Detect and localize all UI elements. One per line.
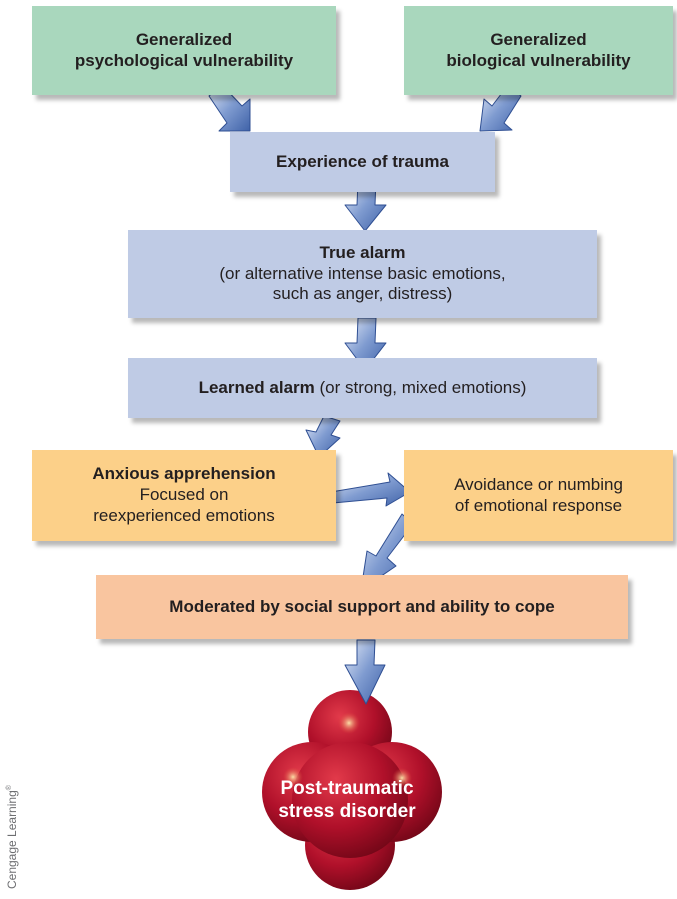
true-alarm-line2: (or alternative intense basic emotions, <box>219 263 506 283</box>
bio-line2: biological vulnerability <box>446 50 631 70</box>
ptsd-label: Post-traumatic stress disorder <box>272 778 422 824</box>
learned-alarm-bold: Learned alarm <box>198 377 315 397</box>
psych-line2: psychological vulnerability <box>74 50 294 70</box>
trauma-text: Experience of trauma <box>276 151 449 171</box>
box-moderated-by-social-support: Moderated by social support and ability … <box>96 575 628 639</box>
arrow-learned-to-anxious <box>305 415 341 458</box>
bio-line1: Generalized <box>490 29 587 49</box>
ptsd-line2: stress disorder <box>278 800 416 822</box>
ptsd-molecule <box>262 690 442 890</box>
learned-alarm-rest: (or strong, mixed emotions) <box>314 377 527 397</box>
ptsd-highlight-right <box>392 768 412 788</box>
anxious-line2: Focused on <box>139 485 229 505</box>
ptsd-line1: Post-traumatic <box>280 778 414 799</box>
ptsd-highlight-left <box>283 767 303 787</box>
true-alarm-title: True alarm <box>319 242 406 262</box>
box-psychological-vulnerability: Generalized psychological vulnerability <box>32 6 336 95</box>
avoidance-line1: Avoidance or numbing <box>454 474 623 494</box>
moderated-text: Moderated by social support and ability … <box>169 596 555 616</box>
ptsd-highlight-top <box>338 712 360 734</box>
box-anxious-apprehension: Anxious apprehension Focused on reexperi… <box>32 450 336 541</box>
arrow-anxious-to-avoidance <box>330 472 411 507</box>
box-experience-of-trauma: Experience of trauma <box>230 132 495 192</box>
anxious-title: Anxious apprehension <box>92 464 276 484</box>
arrow-moderated-to-ptsd <box>344 639 386 705</box>
box-true-alarm: True alarm (or alternative intense basic… <box>128 230 597 318</box>
learned-alarm-line: Learned alarm (or strong, mixed emotions… <box>199 378 527 399</box>
credit-registered-mark: ® <box>6 785 13 791</box>
box-biological-vulnerability: Generalized biological vulnerability <box>404 6 673 95</box>
ptsd-sphere-center <box>292 742 408 858</box>
box-learned-alarm: Learned alarm (or strong, mixed emotions… <box>128 358 597 418</box>
true-alarm-line3: such as anger, distress) <box>272 284 453 304</box>
psych-line1: Generalized <box>135 29 233 49</box>
box-avoidance-or-numbing: Avoidance or numbing of emotional respon… <box>404 450 673 541</box>
anxious-line3: reexperienced emotions <box>93 505 275 525</box>
credit-text: Cengage Learning® <box>5 749 19 889</box>
credit-label: Cengage Learning <box>5 790 19 889</box>
avoidance-line2: of emotional response <box>454 495 623 515</box>
arrow-bio-to-trauma <box>479 84 522 132</box>
arrow-truealarm-to-learnedalarm <box>344 317 387 371</box>
